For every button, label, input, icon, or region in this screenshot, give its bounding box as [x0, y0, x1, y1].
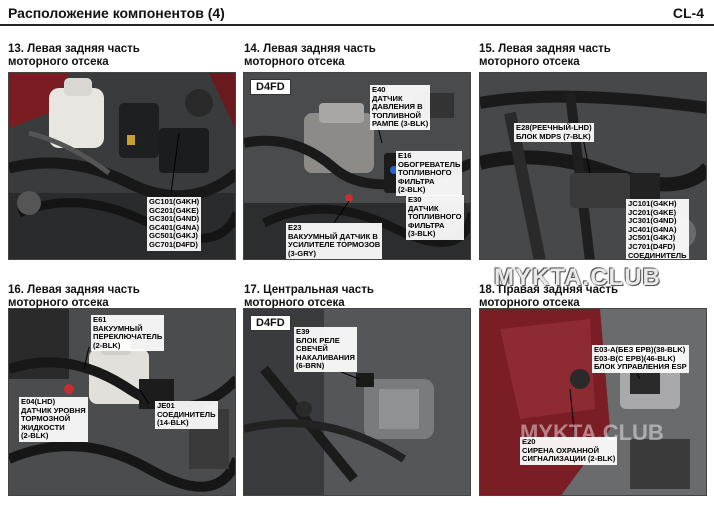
section-13-photo: GC101(G4KH) GC201(G4KE) GC301(G4ND) GC40…	[8, 72, 236, 260]
section-14-photo: D4FD E40 ДАТЧИК ДАВЛЕНИЯ В ТОПЛИВНОЙ РАМ…	[243, 72, 471, 260]
section-14-title: 14. Левая задняя часть моторного отсека	[244, 43, 376, 68]
section-13-title: 13. Левая задняя часть моторного отсека	[8, 43, 140, 68]
label-e20: E20 СИРЕНА ОХРАННОЙ СИГНАЛИЗАЦИИ (2-BLK)	[520, 437, 618, 465]
label-e16: E16 ОБОГРЕВАТЕЛЬ ТОПЛИВНОГО ФИЛЬТРА (2-B…	[396, 151, 463, 196]
watermark-faint: MYKTA.CLUB	[520, 420, 664, 445]
label-je01: JE01 СОЕДИНИТЕЛЬ (14-BLK)	[155, 401, 218, 429]
label-e04: E04(LHD) ДАТЧИК УРОВНЯ ТОРМОЗНОЙ ЖИДКОСТ…	[19, 397, 88, 442]
label-jc-connector: JC101(G4KH) JC201(G4KE) JC301(G4ND) JC40…	[626, 199, 689, 260]
section-18-title: 18. Правая задняя часть моторного отсека	[479, 284, 619, 309]
engine-tag: D4FD	[250, 79, 291, 95]
engine-tag: D4FD	[250, 315, 291, 331]
section-17-photo: D4FD E39 БЛОК РЕЛЕ СВЕЧЕЙ НАКАЛИВАНИЯ (6…	[243, 308, 471, 496]
page-header: Расположение компонентов (4) CL-4	[0, 0, 714, 26]
label-e61: E61 ВАКУУМНЫЙ ПЕРЕКЛЮЧАТЕЛЬ (2-BLK)	[91, 315, 165, 352]
section-16-photo: E61 ВАКУУМНЫЙ ПЕРЕКЛЮЧАТЕЛЬ (2-BLK) E04(…	[8, 308, 236, 496]
label-e30: E30 ДАТЧИК ТОПЛИВНОГО ФИЛЬТРА (3-BLK)	[406, 195, 464, 240]
section-18-photo: E03-A(БЕЗ EPB)(38-BLK) E03-B(С EPB)(46-B…	[479, 308, 707, 496]
label-e23: E23 ВАКУУМНЫЙ ДАТЧИК В УСИЛИТЕЛЕ ТОРМОЗО…	[286, 223, 383, 259]
section-16-title: 16. Левая задняя часть моторного отсека	[8, 284, 140, 309]
section-15-photo: E28(РЕЕЧНЫЙ-LHD) БЛОК MDPS (7-BLK) JC101…	[479, 72, 707, 260]
watermark: MYKTA.CLUB	[494, 264, 661, 291]
label-e39: E39 БЛОК РЕЛЕ СВЕЧЕЙ НАКАЛИВАНИЯ (6-BRN)	[294, 327, 357, 372]
label-e28: E28(РЕЕЧНЫЙ-LHD) БЛОК MDPS (7-BLK)	[514, 123, 594, 143]
label-gc-connector: GC101(G4KH) GC201(G4KE) GC301(G4ND) GC40…	[147, 197, 202, 251]
label-e03: E03-A(БЕЗ EPB)(38-BLK) E03-B(С EPB)(46-B…	[592, 345, 689, 373]
label-e40: E40 ДАТЧИК ДАВЛЕНИЯ В ТОПЛИВНОЙ РАМПЕ (3…	[370, 85, 431, 130]
page-title: Расположение компонентов (4)	[8, 5, 225, 21]
section-15-title: 15. Левая задняя часть моторного отсека	[479, 43, 611, 68]
section-17-title: 17. Центральная часть моторного отсека	[244, 284, 374, 309]
page-code: CL-4	[672, 5, 704, 21]
